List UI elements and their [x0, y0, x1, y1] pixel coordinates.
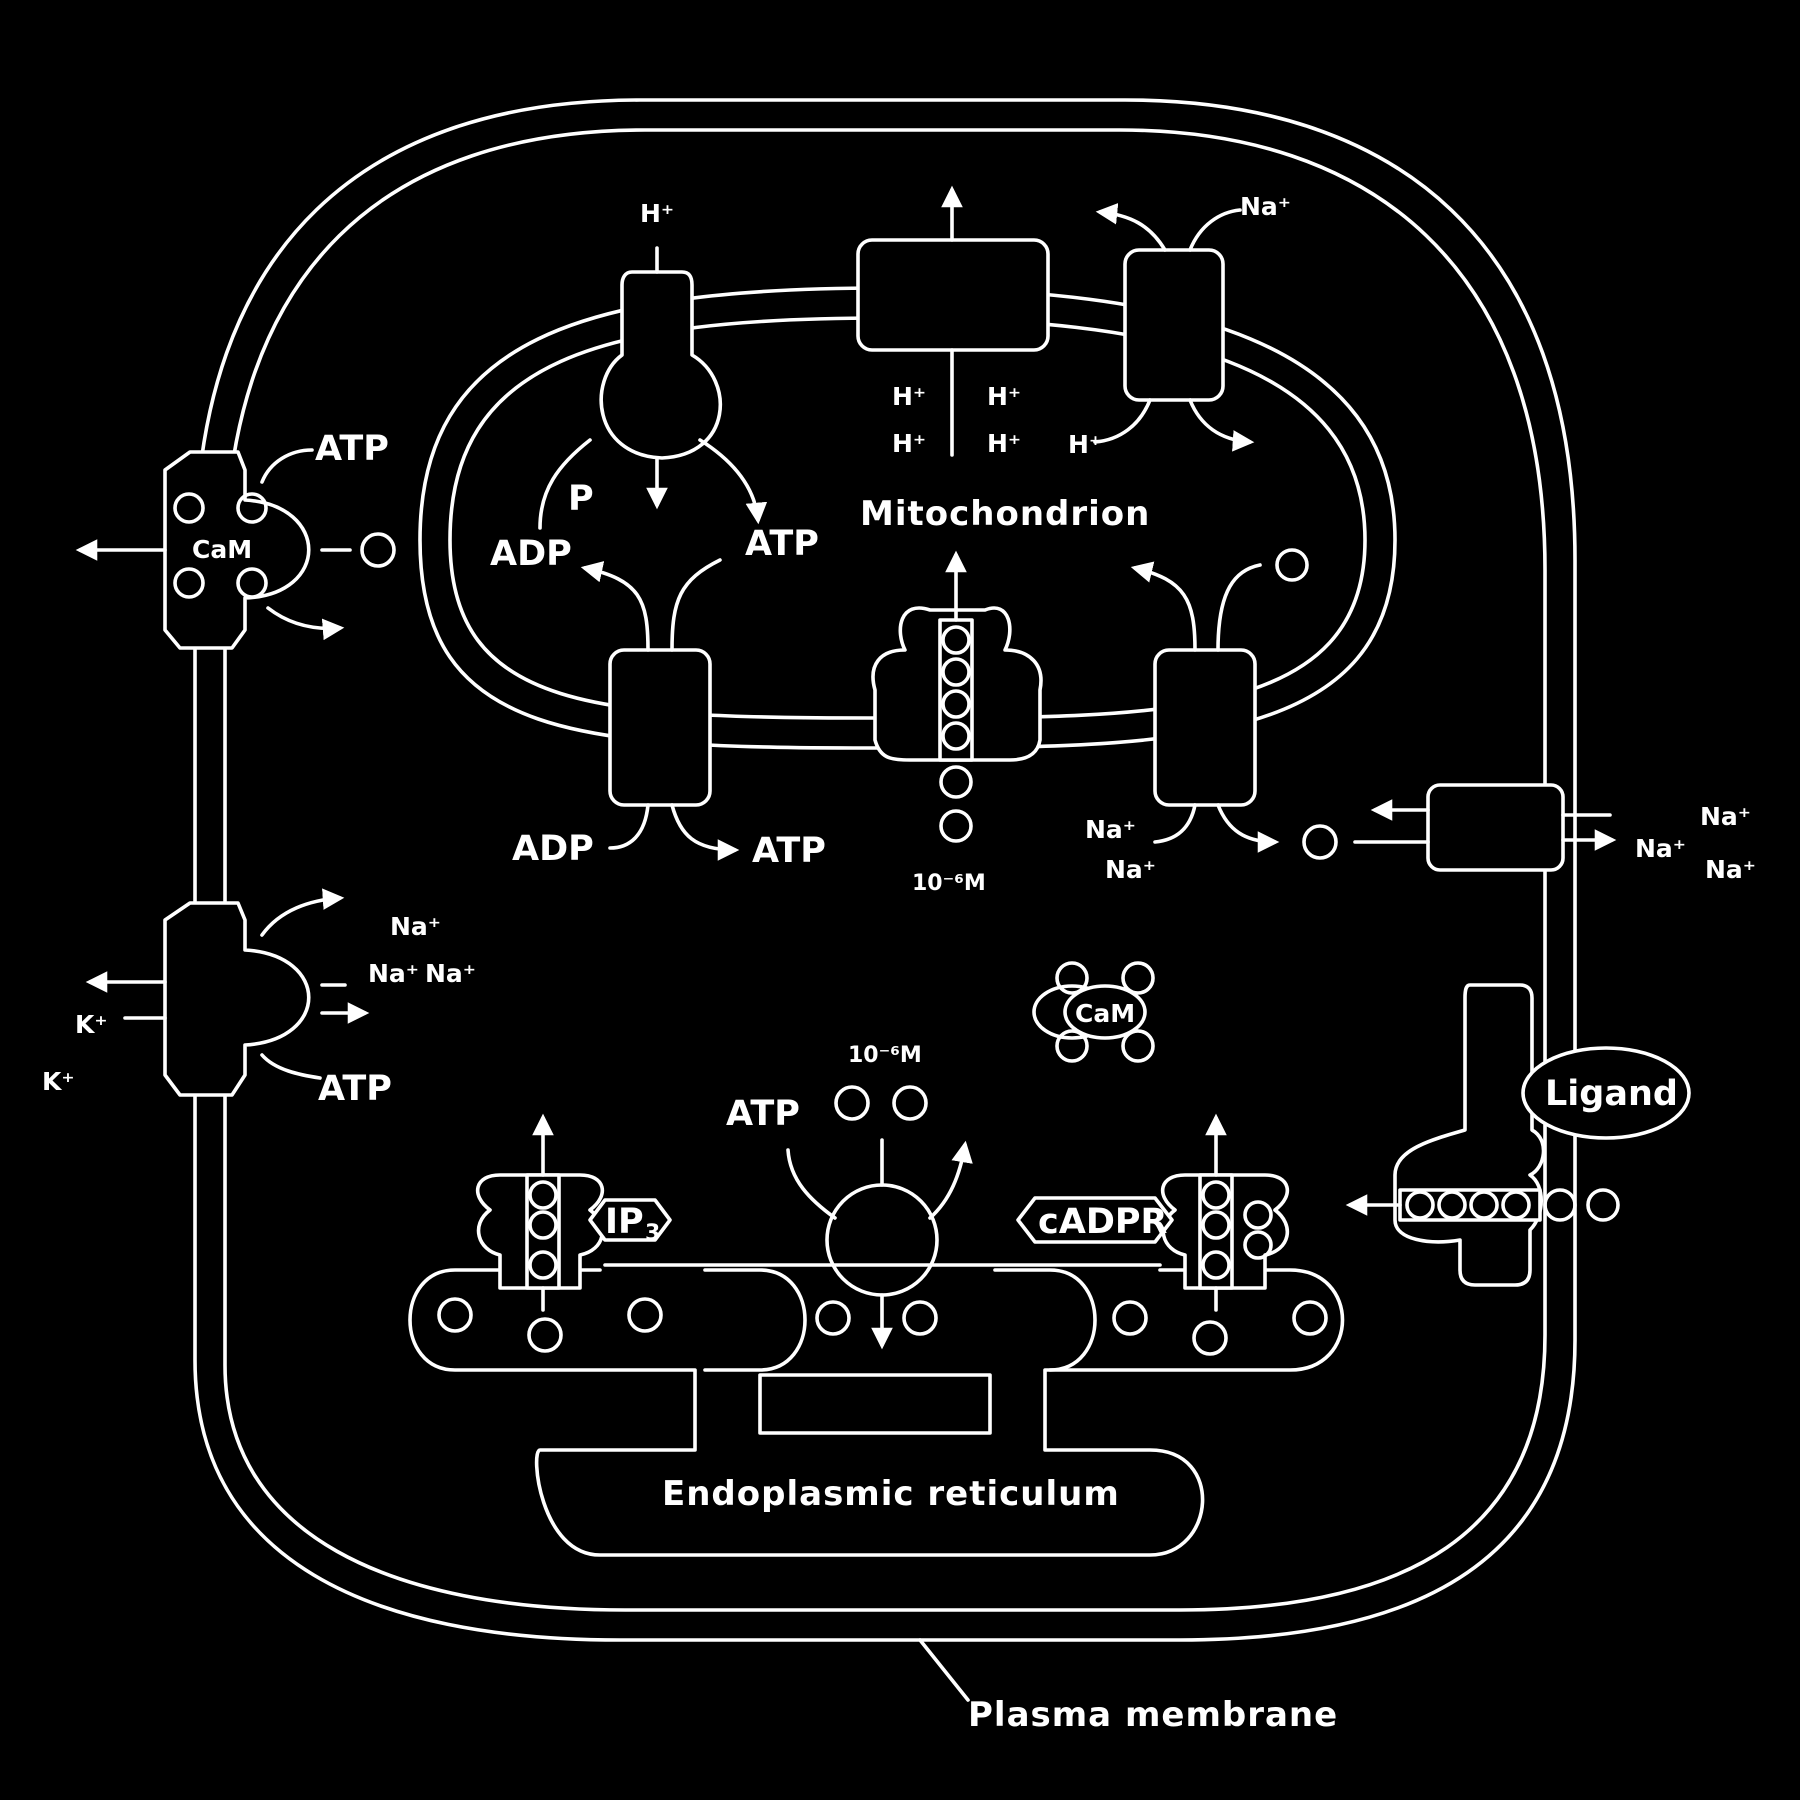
- ip3-label: IP: [605, 1202, 644, 1242]
- conc-cytosol-label: 10⁻⁶M: [848, 1043, 922, 1068]
- cam-label-pump: CaM: [192, 535, 252, 564]
- na-ion-label: Na⁺: [1085, 815, 1136, 844]
- electron-transport-complex: H⁺ H⁺ H⁺ H⁺: [856, 185, 1050, 458]
- pm-na-ca-exchanger: Na⁺ Na⁺ Na⁺: [1353, 783, 1756, 884]
- serca-pump: ATP: [726, 1094, 973, 1350]
- ip3-receptor: IP 3: [475, 1113, 672, 1312]
- atp-label-serca: ATP: [726, 1094, 800, 1134]
- ca-ion: [892, 1085, 928, 1121]
- k-ion-label: K⁺: [42, 1067, 75, 1096]
- cam-label-free: CaM: [1075, 999, 1135, 1028]
- atp-label-pmca: ATP: [315, 429, 389, 469]
- na-h-exchanger: Na⁺ H⁺: [1068, 192, 1291, 459]
- ryanodine-receptor: cADPR: [1016, 1113, 1290, 1312]
- h-ion-label: H⁺: [987, 429, 1021, 458]
- adp-label-translocase: ADP: [512, 829, 594, 869]
- na-ion-label: Na⁺: [1635, 834, 1686, 863]
- ca-ion: [1302, 824, 1338, 860]
- atp-label-translocase: ATP: [752, 831, 826, 871]
- pmca-pump: CaM ATP: [75, 429, 396, 650]
- na-ion-label: Na⁺: [1700, 802, 1751, 831]
- h-ion-label: H⁺: [892, 382, 926, 411]
- h-ion-label: H⁺: [640, 199, 674, 228]
- adp-label-synthase: ADP: [490, 534, 572, 574]
- h-ion-label: H⁺: [892, 429, 926, 458]
- phosphate-label: P: [568, 479, 594, 519]
- k-ion-label: K⁺: [75, 1010, 108, 1039]
- na-ion-label: Na⁺: [425, 959, 476, 988]
- ca-ion: [360, 532, 396, 568]
- h-ion-label: H⁺: [1068, 430, 1102, 459]
- atp-label-synthase: ATP: [745, 524, 819, 564]
- ip3-subscript: 3: [645, 1221, 660, 1246]
- na-ion-label: Na⁺: [1240, 192, 1291, 221]
- cadpr-label: cADPR: [1038, 1202, 1168, 1242]
- conc-mito-label: 10⁻⁶M: [912, 871, 986, 896]
- atp-label-nak: ATP: [318, 1069, 392, 1109]
- na-ion-label: Na⁺: [1705, 855, 1756, 884]
- h-ion-label: H⁺: [987, 382, 1021, 411]
- mitochondrion-label: Mitochondrion: [860, 494, 1150, 534]
- ligand: [1521, 1046, 1691, 1140]
- na-ion-label: Na⁺: [368, 959, 419, 988]
- plasma-membrane: [193, 98, 1577, 1642]
- ca-ion: [834, 1085, 870, 1121]
- plasma-membrane-pointer: [918, 1638, 970, 1702]
- atp-synthase: H⁺ ATP ADP P: [490, 199, 819, 574]
- mito-na-ca-exchanger: Na⁺ Na⁺: [1085, 548, 1338, 884]
- na-ion-label: Na⁺: [1105, 855, 1156, 884]
- endoplasmic-reticulum: [408, 1268, 1345, 1557]
- er-label: Endoplasmic reticulum: [662, 1474, 1120, 1514]
- calmodulin: CaM: [1032, 961, 1155, 1063]
- na-k-pump: Na⁺ Na⁺ Na⁺ K⁺ K⁺ ATP: [42, 888, 476, 1109]
- ligand-label: Ligand: [1545, 1074, 1678, 1114]
- mito-ca-uniporter: 10⁻⁶M: [871, 550, 1043, 896]
- adp-atp-translocase: ADP ATP: [512, 558, 826, 871]
- ligand-gated-channel: Ligand: [1345, 983, 1691, 1287]
- plasma-membrane-label: Plasma membrane: [968, 1695, 1338, 1735]
- na-ion-label: Na⁺: [390, 912, 441, 941]
- ca-ion: [1275, 548, 1309, 582]
